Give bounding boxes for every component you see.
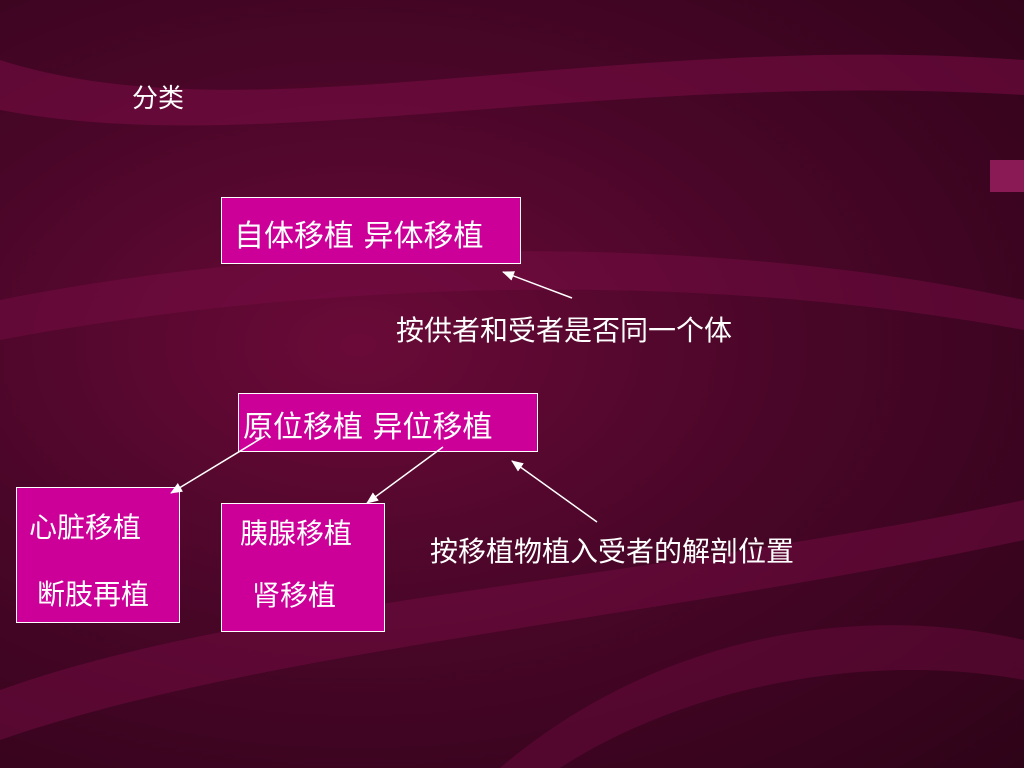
right-example-box: 胰腺移植 肾移植 [221,503,385,632]
left-example-line1: 心脏移植 [29,511,142,544]
left-example-box: 心脏移植 断肢再植 [16,487,180,623]
slide-title: 分类 [132,84,185,114]
site-type-box: 原位移植 异位移植 [238,393,538,452]
left-example-line2: 断肢再植 [37,578,150,611]
origin-type-text: 自体移植 异体移植 [234,219,484,254]
origin-type-box: 自体移植 异体移植 [221,197,521,264]
donor-recipient-note: 按供者和受者是否同一个体 [396,314,733,347]
site-type-text: 原位移植 异位移植 [243,410,493,445]
anatomic-site-note: 按移植物植入受者的解剖位置 [430,535,795,568]
right-example-line2: 肾移植 [252,579,337,612]
background-tab [990,160,1024,192]
right-example-line1: 胰腺移植 [240,517,353,550]
background-swoosh [0,251,1024,340]
background-swoosh [500,625,1024,768]
background-swoosh [0,500,1024,740]
background-swoosh [0,54,1024,126]
